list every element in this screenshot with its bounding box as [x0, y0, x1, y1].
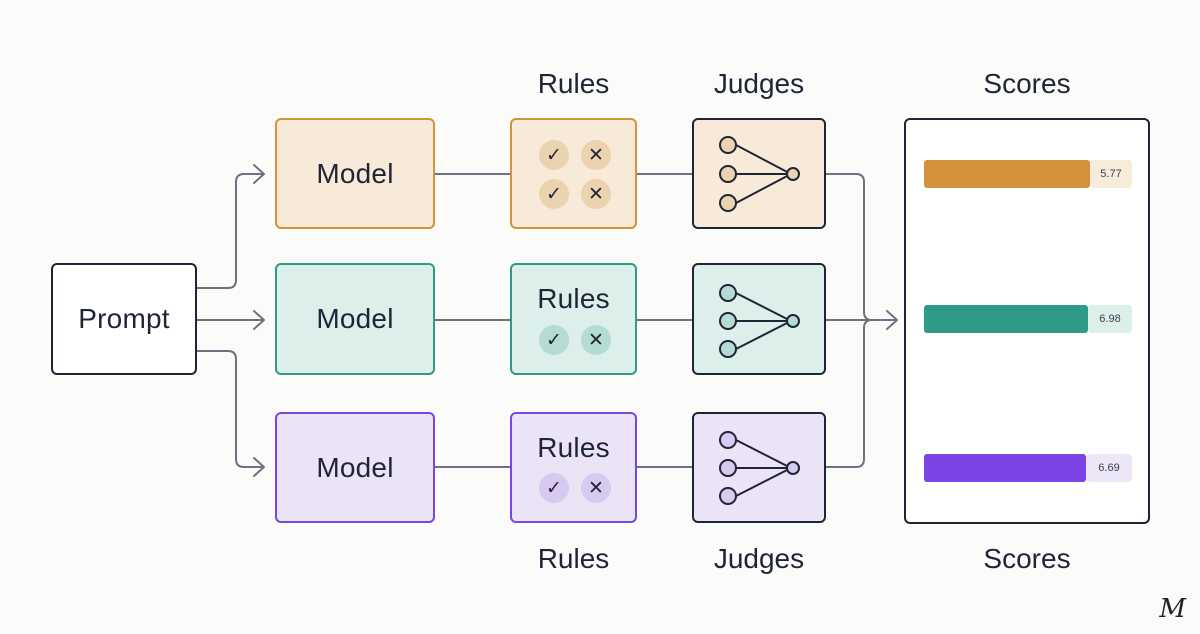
cross-icon: ✕	[581, 325, 611, 355]
judges-header-bottom: Judges	[713, 543, 805, 574]
rules-box-1: ✓ ✕ ✓ ✕	[510, 118, 637, 229]
prompt-box: Prompt	[51, 263, 197, 375]
judge-network-icon	[719, 136, 800, 212]
prompt-label: Prompt	[78, 303, 170, 334]
model-box-1: Model	[275, 118, 435, 229]
score-bar-2	[924, 305, 1088, 333]
judges-header-top: Judges	[713, 68, 805, 99]
rules-header-bottom: Rules	[537, 543, 610, 574]
judges-box-2	[692, 263, 826, 375]
scores-header-top: Scores	[983, 68, 1071, 99]
score-value-2: 6.98	[1088, 305, 1132, 333]
model-label-3: Model	[316, 451, 394, 483]
cross-icon: ✕	[581, 140, 611, 170]
prompt-to-model-3-line	[196, 350, 263, 468]
scores-panel: 5.77 6.98 6.69	[904, 118, 1150, 524]
model-box-3: Model	[275, 412, 435, 523]
judge-network-icon	[719, 284, 800, 358]
score-value-3: 6.69	[1086, 454, 1132, 482]
model-label-1: Model	[316, 157, 394, 189]
rules-box-2: Rules ✓ ✕	[510, 263, 637, 375]
judge-network-icon	[719, 431, 800, 505]
scores-header-bottom: Scores	[983, 543, 1071, 574]
rules-box-3: Rules ✓ ✕	[510, 412, 637, 523]
model-box-2: Model	[275, 263, 435, 375]
judges-box-3	[692, 412, 826, 523]
score-value-1: 5.77	[1090, 160, 1132, 188]
model-label-2: Model	[316, 303, 394, 334]
cross-icon: ✕	[581, 179, 611, 209]
prompt-to-model-1-line	[196, 173, 263, 289]
score-bar-3	[924, 454, 1086, 482]
judges-box-1	[692, 118, 826, 229]
rules-box-label: Rules	[537, 283, 610, 314]
score-bar-1	[924, 160, 1090, 188]
rules-header-top: Rules	[537, 68, 610, 99]
signature-mark: M	[1159, 594, 1186, 624]
check-icon: ✓	[539, 179, 569, 209]
check-icon: ✓	[539, 140, 569, 170]
check-icon: ✓	[539, 325, 569, 355]
cross-icon: ✕	[581, 473, 611, 503]
check-icon: ✓	[539, 473, 569, 503]
rules-box-label: Rules	[537, 432, 610, 463]
